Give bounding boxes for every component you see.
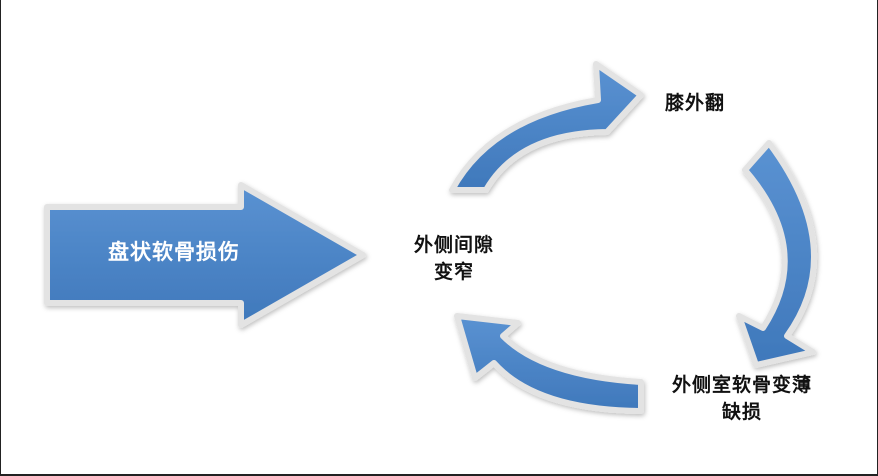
cycle-arrow-bottom bbox=[454, 313, 644, 414]
cycle-arrow-right bbox=[736, 140, 817, 368]
node-cartilage-thinning: 外侧室软骨变薄 缺损 bbox=[637, 372, 847, 426]
node-top-label: 膝外翻 bbox=[665, 92, 726, 114]
node-center-line1: 外侧间隙 bbox=[413, 234, 494, 256]
node-bottom-line2: 缺损 bbox=[721, 401, 762, 423]
node-knee-valgus: 膝外翻 bbox=[665, 90, 755, 117]
node-bottom-line1: 外侧室软骨变薄 bbox=[671, 374, 812, 396]
main-arrow-label: 盘状软骨损伤 bbox=[108, 240, 240, 264]
main-arrow bbox=[44, 182, 366, 328]
cycle-arrow-top bbox=[449, 61, 644, 193]
node-lateral-space-narrowing: 外侧间隙 变窄 bbox=[399, 232, 509, 286]
node-center-line2: 变窄 bbox=[433, 261, 474, 283]
